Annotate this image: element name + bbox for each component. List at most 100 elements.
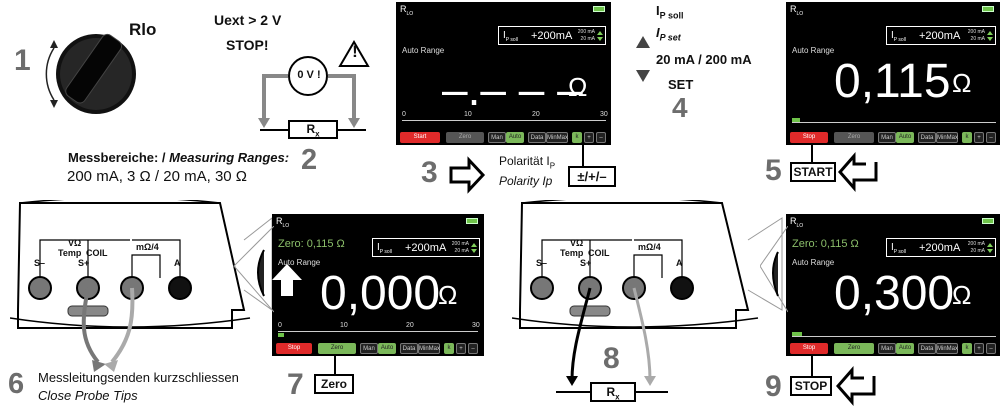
start-softkey[interactable]: Start [400, 132, 440, 143]
minmax-softkey[interactable]: MinMax [418, 343, 440, 354]
terminal-s-minus-label: S– [34, 258, 46, 268]
reading-unit: Ω [952, 68, 972, 98]
polarity-label-en: Polarity Ip [499, 174, 553, 188]
reading-value: –.– – – [442, 63, 583, 115]
man-softkey[interactable]: Man [360, 343, 378, 354]
zero-offset-label: Zero: 0,115 Ω [278, 238, 345, 250]
start-button[interactable]: START [790, 162, 836, 182]
data-softkey[interactable]: Data [528, 132, 546, 143]
k-softkey[interactable]: k [572, 132, 582, 143]
minus-softkey[interactable]: – [986, 132, 996, 143]
stop-button[interactable]: STOP [790, 376, 832, 396]
tick-label: 10 [464, 111, 472, 118]
zero-softkey[interactable]: Zero [446, 132, 484, 143]
knob-label: Rlo [129, 20, 157, 39]
auto-softkey[interactable]: Auto [506, 132, 524, 143]
man-softkey[interactable]: Man [878, 132, 896, 143]
man-softkey[interactable]: Man [488, 132, 506, 143]
auto-range-label: Auto Range [792, 258, 835, 267]
terminal-coil-label: COIL [86, 248, 108, 258]
arrow-left-icon [838, 152, 878, 192]
terminal-s-plus-label: S+ [78, 258, 90, 268]
auto-softkey[interactable]: Auto [896, 132, 914, 143]
step-number-8: 8 [603, 342, 620, 375]
zero-softkey[interactable]: Zero [318, 343, 356, 354]
reading-unit: Ω [952, 280, 972, 310]
minmax-softkey[interactable]: MinMax [936, 343, 958, 354]
minmax-softkey[interactable]: MinMax [546, 132, 568, 143]
plus-softkey[interactable]: + [974, 343, 984, 354]
resistor-rx-8: Rx [590, 382, 636, 402]
tick-label: 20 [532, 111, 540, 118]
step-number-7: 7 [287, 368, 304, 401]
instrument-panel-right [512, 200, 783, 393]
connector-line [811, 144, 813, 162]
screen-title: RLO [400, 4, 414, 17]
plus-softkey[interactable]: + [974, 132, 984, 143]
auto-softkey[interactable]: Auto [378, 343, 396, 354]
voltmeter-reading: 0 V ! [297, 69, 321, 81]
stop-softkey[interactable]: Stop [790, 343, 828, 354]
ip-set-label: IP set [656, 25, 681, 43]
battery-icon [982, 218, 994, 224]
reading-value: 0,300 [834, 267, 955, 320]
k-softkey[interactable]: k [444, 343, 454, 354]
screen-title: RLO [276, 216, 290, 229]
k-softkey[interactable]: k [962, 132, 972, 143]
k-softkey[interactable]: k [962, 343, 972, 354]
screen-title: RLO [790, 216, 804, 229]
polarity-button[interactable]: ±/+/– [568, 166, 616, 187]
screen-title: RLO [790, 4, 804, 17]
tick-label: 0 [278, 322, 282, 329]
battery-icon [466, 218, 478, 224]
set-label: SET [668, 77, 694, 92]
caution-icon: ! [352, 42, 358, 61]
data-softkey[interactable]: Data [918, 343, 936, 354]
stop-softkey[interactable]: Stop [790, 132, 828, 143]
auto-softkey[interactable]: Auto [896, 343, 914, 354]
terminal-vohm-label: VΩ [570, 238, 584, 248]
step-number-1: 1 [14, 44, 31, 77]
battery-icon [982, 6, 994, 12]
instrument-panel-left [10, 200, 272, 372]
polarity-label-de: Polarität IP [499, 154, 556, 171]
data-softkey[interactable]: Data [918, 132, 936, 143]
minus-softkey[interactable]: – [596, 132, 606, 143]
warning-line-1: Uext > 2 V [214, 12, 282, 28]
plus-softkey[interactable]: + [456, 343, 466, 354]
step-number-9: 9 [765, 370, 782, 403]
stop-softkey[interactable]: Stop [276, 343, 312, 354]
step-number-6: 6 [8, 368, 25, 400]
zero-button[interactable]: Zero [314, 374, 354, 394]
minus-softkey[interactable]: – [468, 343, 478, 354]
man-softkey[interactable]: Man [878, 343, 896, 354]
short-tips-de: Messleitungsenden kurzschliessen [38, 370, 239, 385]
zero-softkey[interactable]: Zero [834, 343, 874, 354]
data-softkey[interactable]: Data [400, 343, 418, 354]
step-number-5: 5 [765, 154, 782, 187]
terminal-vohm-label: VΩ [68, 238, 82, 248]
connector-line [811, 356, 813, 376]
ip-range-label: 20 mA / 200 mA [656, 52, 752, 67]
plus-softkey[interactable]: + [584, 132, 594, 143]
eye-view-icon [760, 226, 788, 313]
minus-softkey[interactable]: – [986, 343, 996, 354]
step-number-4: 4 [672, 92, 688, 123]
minmax-softkey[interactable]: MinMax [936, 132, 958, 143]
connector-line [582, 144, 584, 166]
zero-softkey[interactable]: Zero [834, 132, 874, 143]
tick-label: 30 [472, 322, 480, 329]
terminal-a-label: A [174, 258, 181, 268]
arrow-up-icon [272, 264, 302, 296]
tick-label: 30 [600, 111, 608, 118]
rotary-knob [45, 33, 136, 114]
connector-line [334, 355, 336, 374]
ip-soll-label: IP soll [656, 3, 684, 21]
